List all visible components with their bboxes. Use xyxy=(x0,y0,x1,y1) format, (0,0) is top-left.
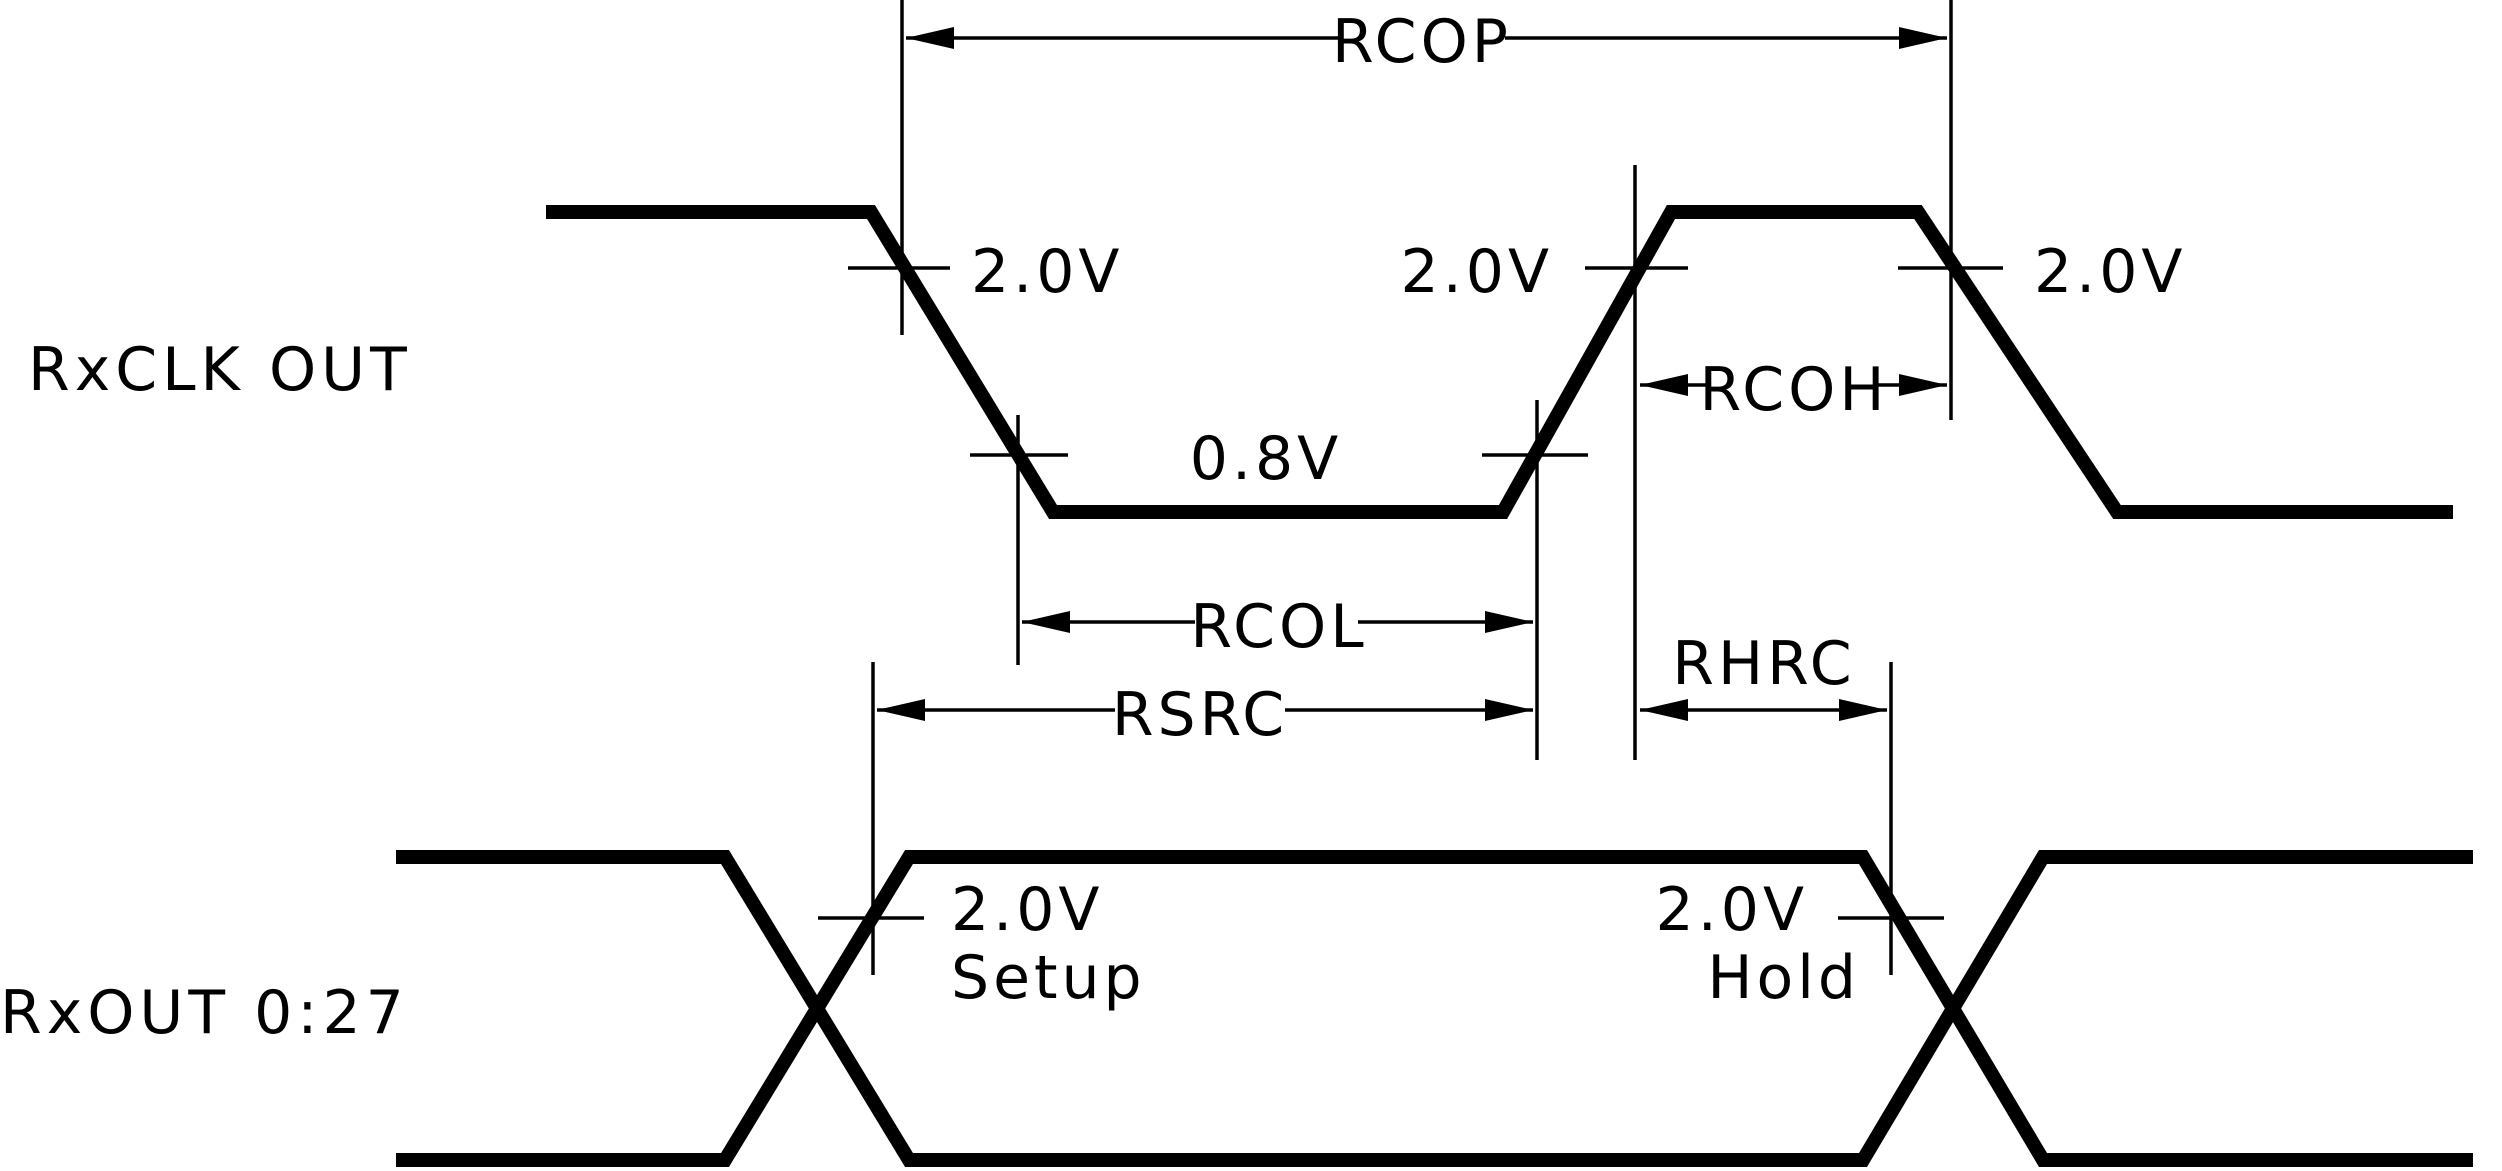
setup-label: Setup xyxy=(951,943,1146,1013)
rcoh-label: RCOH xyxy=(1700,355,1889,425)
rcop-label: RCOP xyxy=(1332,7,1512,77)
data-waveform-upper xyxy=(396,850,2473,1167)
rcol-label: RCOL xyxy=(1190,592,1367,662)
threshold-data-hold: 2.0V xyxy=(1656,875,1808,945)
rsrc-dimension xyxy=(877,699,1533,721)
rhrc-label: RHRC xyxy=(1672,629,1855,699)
clock-signal-label: RxCLK OUT xyxy=(28,335,412,405)
threshold-clk-low: 0.8V xyxy=(1190,424,1342,494)
threshold-data-setup: 2.0V xyxy=(951,875,1103,945)
rcol-dimension xyxy=(1022,611,1533,633)
threshold-clk-fall-high: 2.0V xyxy=(971,237,1123,307)
data-waveform-lower xyxy=(396,850,2473,1167)
threshold-clk-rise-high: 2.0V xyxy=(1401,237,1553,307)
data-signal-label: RxOUT 0:27 xyxy=(0,978,409,1048)
rcop-dimension xyxy=(906,27,1947,49)
rcoh-dimension xyxy=(1640,374,1947,396)
hold-label: Hold xyxy=(1707,943,1860,1013)
rsrc-label: RSRC xyxy=(1112,680,1288,750)
rhrc-dimension xyxy=(1640,699,1887,721)
threshold-clk-fall2-high: 2.0V xyxy=(2034,237,2186,307)
